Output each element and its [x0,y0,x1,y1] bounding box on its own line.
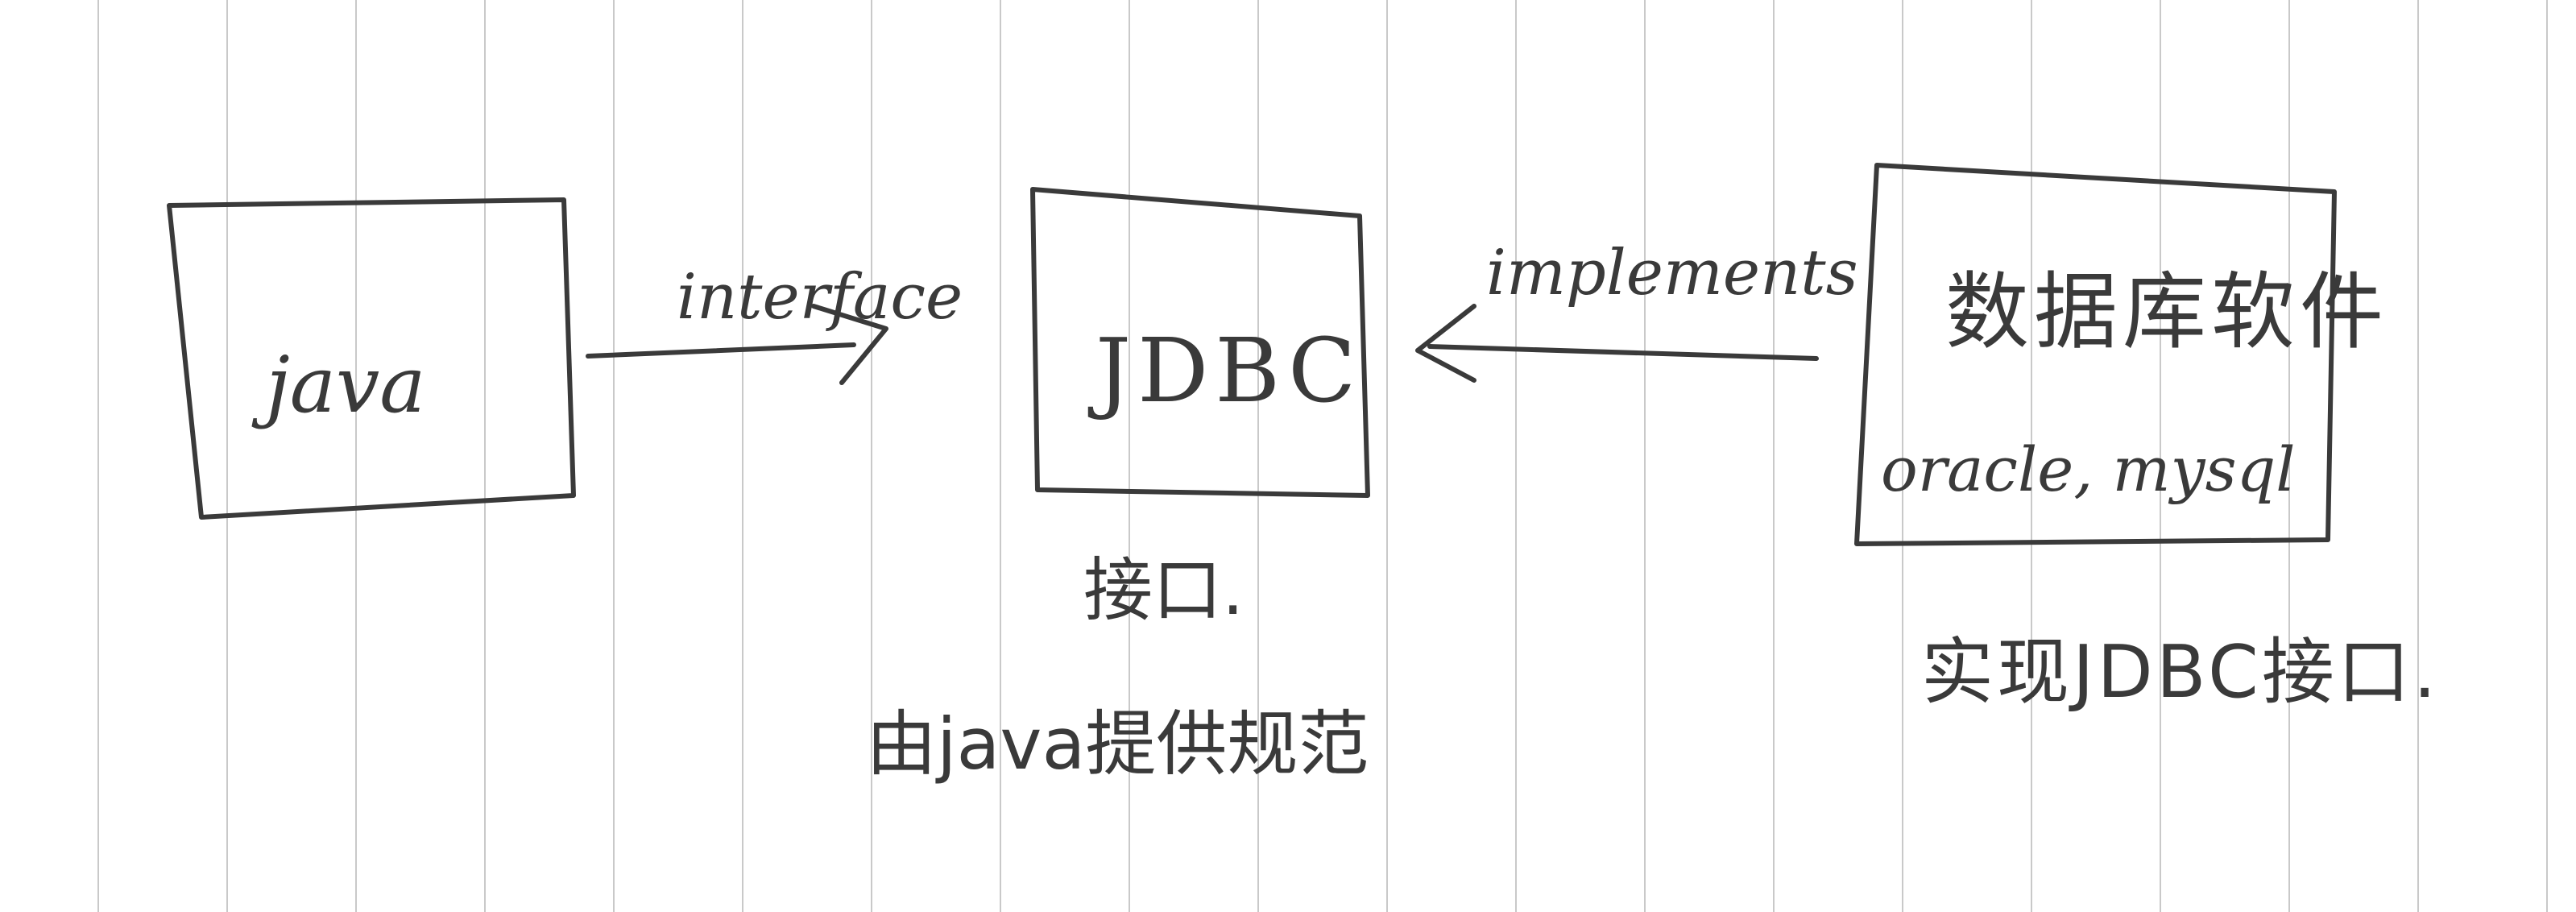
implements-label: implements [1486,237,1858,309]
database-box [1854,163,2337,546]
jdbc-note: 接口. [1083,550,1245,631]
jdbc-subnote: 由java提供规范 [866,703,1369,786]
ruled-lines [97,0,2548,912]
database-title: 数据库软件 [1945,263,2389,361]
database-note: 实现JDBC接口. [1921,630,2440,715]
jdbc-label: JDBC [1095,319,1363,422]
interface-arrow-line [586,342,856,359]
implements-arrow-line [1427,344,1819,361]
interface-label: interface [677,261,963,334]
jdbc-box [1030,187,1370,498]
interface-arrow-head [811,304,888,385]
java-label: java [266,340,426,430]
database-examples: oracle, mysql [1881,433,2296,505]
implements-arrow-head [1415,304,1476,383]
java-box [167,197,576,520]
